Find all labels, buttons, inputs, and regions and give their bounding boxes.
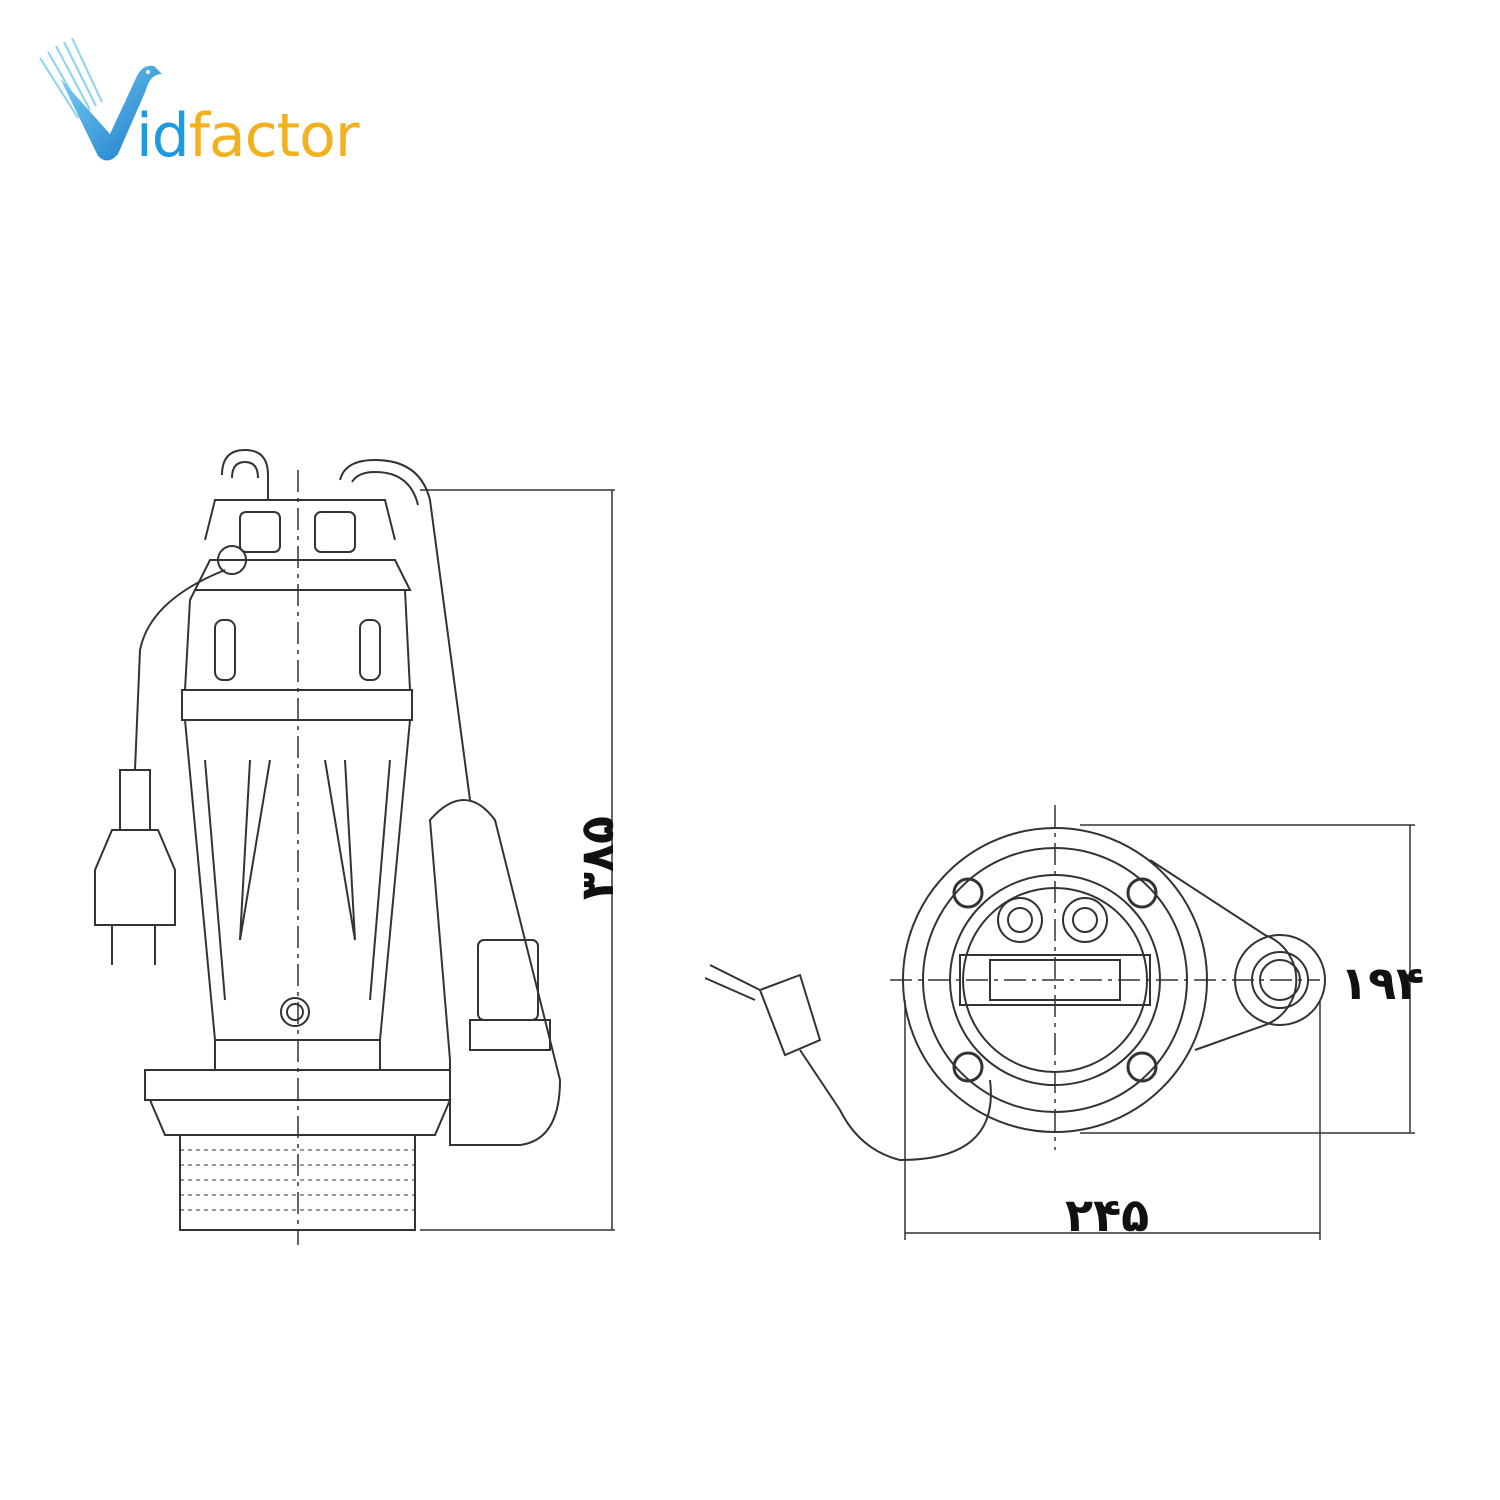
logo-text-id: id (136, 101, 190, 171)
vidfactor-logo: idfactor (38, 37, 378, 171)
logo-text-factor: factor (188, 101, 360, 171)
pump-side-view (94, 448, 615, 1245)
length-dimension-label: ۲۴۵ (1065, 1188, 1150, 1242)
bird-logo-icon (39, 37, 162, 161)
width-dimension-label: ۱۹۴ (1340, 956, 1425, 1010)
pump-top-view (704, 805, 1415, 1240)
height-dimension-label: ۳۸۵ (570, 815, 625, 901)
